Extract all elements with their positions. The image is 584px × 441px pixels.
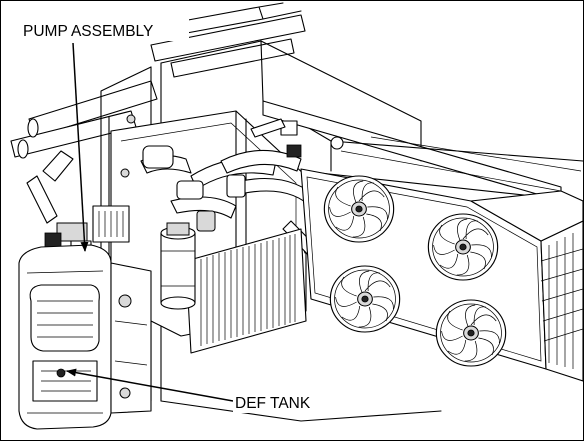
- pump-assembly-label-bg: [21, 19, 189, 41]
- top-pipes: [10, 2, 306, 159]
- fittings: [120, 114, 344, 232]
- def-tank-label: DEF TANK: [235, 395, 311, 412]
- def-tank-leader-line: [66, 368, 234, 402]
- grille-fins: [185, 228, 307, 354]
- pump-assembly-label: PUMP ASSEMBLY: [23, 23, 153, 40]
- def-tank: [18, 244, 152, 430]
- filter-canister: [160, 222, 196, 310]
- def-tank-label-bg: [233, 391, 325, 413]
- pump-assembly-leader-line: [72, 42, 89, 252]
- callout-leaders: [66, 42, 234, 402]
